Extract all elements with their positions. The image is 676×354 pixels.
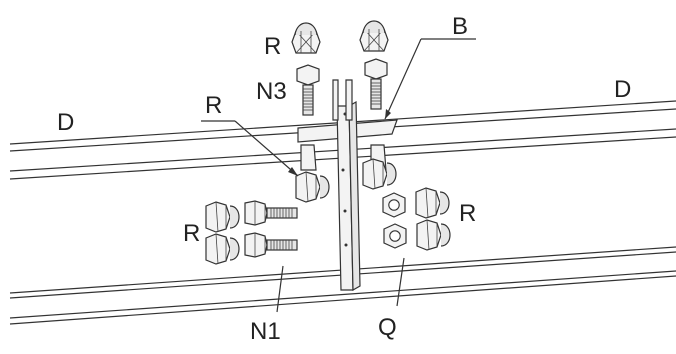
label-n1: N1 xyxy=(250,318,281,345)
label-b: B xyxy=(452,13,468,40)
leader-lines xyxy=(201,38,476,313)
label-d-left: D xyxy=(57,109,74,136)
label-r-top: R xyxy=(264,33,281,60)
label-q: Q xyxy=(378,314,397,341)
left-hardware xyxy=(205,200,298,265)
label-n3: N3 xyxy=(256,78,287,105)
right-hardware xyxy=(382,187,451,251)
label-d-right: D xyxy=(614,76,631,103)
label-r-center: R xyxy=(205,92,222,119)
center-bracket xyxy=(297,79,398,292)
top-hardware xyxy=(291,20,389,116)
label-r-right: R xyxy=(459,200,476,227)
callout-labels: R N3 B D D R R R N1 Q xyxy=(57,13,631,345)
label-r-left: R xyxy=(183,220,200,247)
middle-hardware xyxy=(295,144,397,203)
